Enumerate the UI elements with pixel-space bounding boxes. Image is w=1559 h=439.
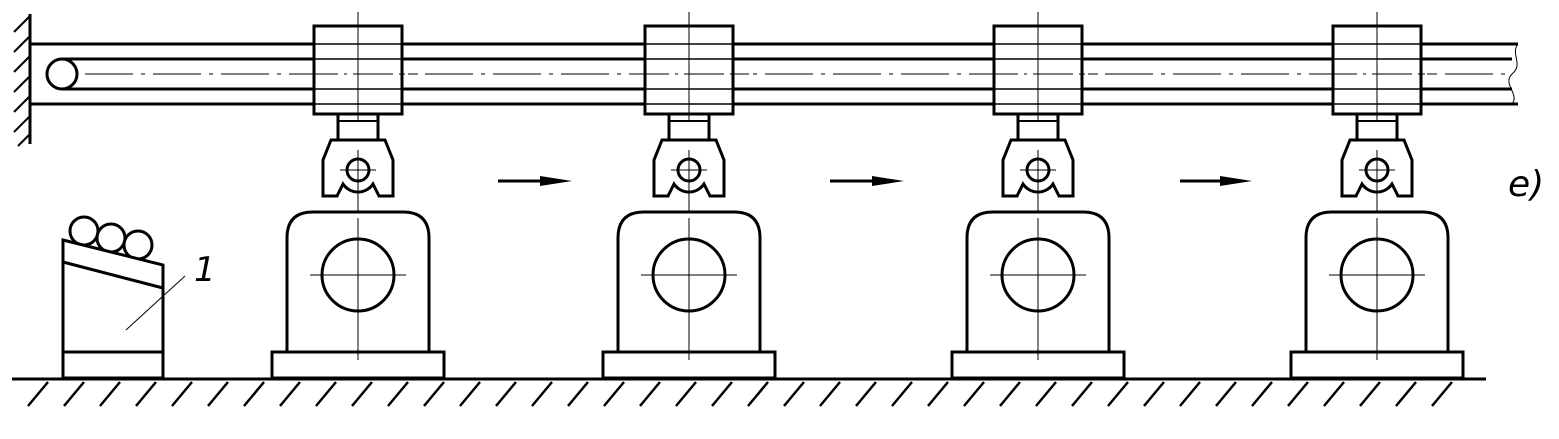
station-4 bbox=[1289, 12, 1465, 380]
centre-lines bbox=[298, 12, 418, 360]
floor bbox=[12, 377, 1486, 407]
magazine-feeder bbox=[61, 215, 186, 380]
feed-arrow bbox=[498, 176, 572, 186]
centre-lines bbox=[629, 12, 749, 360]
feed-arrow bbox=[1180, 176, 1252, 186]
subfigure-label: e) bbox=[1508, 164, 1544, 205]
transfer-rail bbox=[30, 42, 1519, 106]
centre-lines bbox=[978, 12, 1098, 360]
station-2 bbox=[601, 12, 777, 380]
station-1 bbox=[270, 12, 446, 380]
centre-lines bbox=[1317, 12, 1437, 360]
left-wall bbox=[13, 14, 32, 147]
feed-arrow bbox=[830, 176, 904, 186]
feed-arrows bbox=[498, 176, 1252, 186]
station-3 bbox=[950, 12, 1126, 380]
stations bbox=[270, 12, 1465, 380]
rail-pivot-circle bbox=[45, 57, 79, 91]
part-label: 1 bbox=[194, 250, 216, 290]
